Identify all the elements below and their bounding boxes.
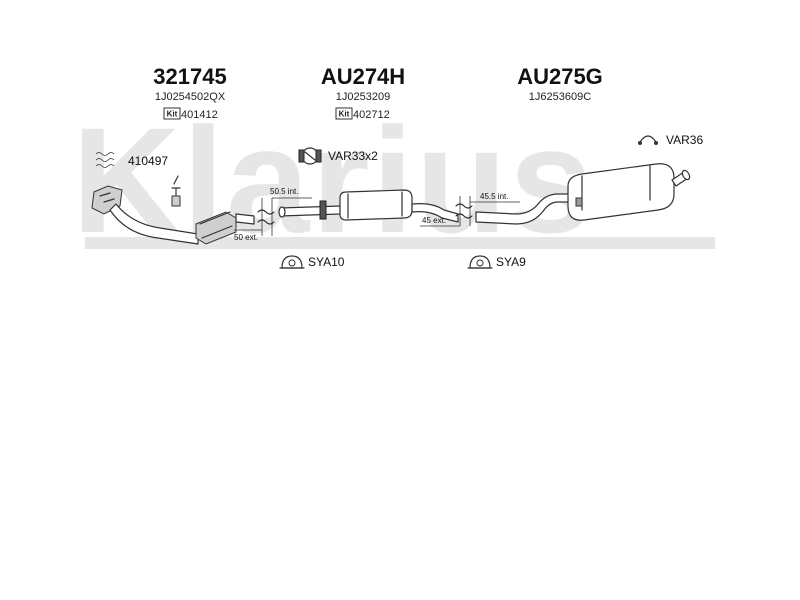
dim-label-d1: 50.5 int. bbox=[270, 187, 298, 196]
part-drawing-centre-silencer[interactable] bbox=[278, 189, 459, 223]
fitting-hanger[interactable]: VAR36 bbox=[638, 133, 703, 147]
dim-label-d3: 45.5 int. bbox=[480, 192, 508, 201]
rubber-mount-icon bbox=[279, 255, 305, 269]
fitting-mount-2[interactable]: SYA9 bbox=[467, 255, 526, 269]
part-drawing-front-pipe-catalyst[interactable] bbox=[91, 175, 255, 245]
rear-silencer-box bbox=[567, 163, 675, 221]
hanger-icon bbox=[638, 135, 658, 145]
oe-number-1: 1J0254502QX bbox=[155, 91, 226, 103]
fitting-gasket[interactable]: 410497 bbox=[95, 152, 168, 169]
fitting-label-mount-2: SYA9 bbox=[496, 255, 526, 269]
gasket-icon bbox=[95, 152, 115, 168]
fitting-label-mount-1: SYA10 bbox=[308, 255, 345, 269]
part-header-1[interactable]: 321745 1J0254502QX Kit 401412 bbox=[153, 64, 226, 121]
kit-number-2: 402712 bbox=[353, 109, 390, 121]
oe-number-3: 1J6253609C bbox=[529, 91, 591, 103]
kit-badge-label-1: Kit bbox=[167, 110, 178, 119]
rear-hanger-bracket bbox=[575, 197, 583, 207]
oe-number-2: 1J0253209 bbox=[336, 91, 390, 103]
rubber-mount-icon-2 bbox=[467, 255, 493, 269]
down-pipe bbox=[109, 203, 199, 245]
fitting-mount-1[interactable]: SYA10 bbox=[279, 255, 345, 269]
part-header-2[interactable]: AU274H 1J0253209 Kit 402712 bbox=[321, 64, 405, 121]
kit-badge-2 bbox=[335, 107, 353, 120]
dim-label-d2: 50 ext. bbox=[234, 233, 258, 242]
centre-silencer-box bbox=[339, 189, 413, 221]
part-number-3[interactable]: AU275G bbox=[517, 64, 603, 89]
kit-badge-label-2: Kit bbox=[339, 110, 350, 119]
fitting-clamp[interactable]: VAR33x2 bbox=[298, 147, 378, 165]
fitting-label-hanger: VAR36 bbox=[666, 133, 703, 147]
fitting-label-clamp: VAR33x2 bbox=[328, 149, 378, 163]
part-number-1[interactable]: 321745 bbox=[153, 64, 226, 89]
fitting-label-gasket: 410497 bbox=[128, 154, 168, 168]
centre-inlet-pipe bbox=[279, 205, 341, 217]
clamp-icon bbox=[298, 147, 322, 165]
dim-label-d4: 45 ext. bbox=[422, 216, 446, 225]
joint-1: 50.5 int. 50 ext. bbox=[234, 187, 312, 242]
part-number-2[interactable]: AU274H bbox=[321, 64, 405, 89]
watermark-underline bbox=[85, 237, 715, 249]
kit-number-1: 401412 bbox=[181, 109, 218, 121]
kit-badge-1 bbox=[163, 107, 181, 120]
catalyst-outlet bbox=[235, 213, 255, 225]
part-drawing-rear-silencer[interactable] bbox=[475, 163, 691, 225]
centre-clamp bbox=[319, 200, 327, 220]
part-header-3[interactable]: AU275G 1J6253609C bbox=[517, 64, 603, 103]
centre-outlet-pipe bbox=[411, 203, 459, 223]
joint-2: 45.5 int. 45 ext. bbox=[420, 192, 520, 227]
